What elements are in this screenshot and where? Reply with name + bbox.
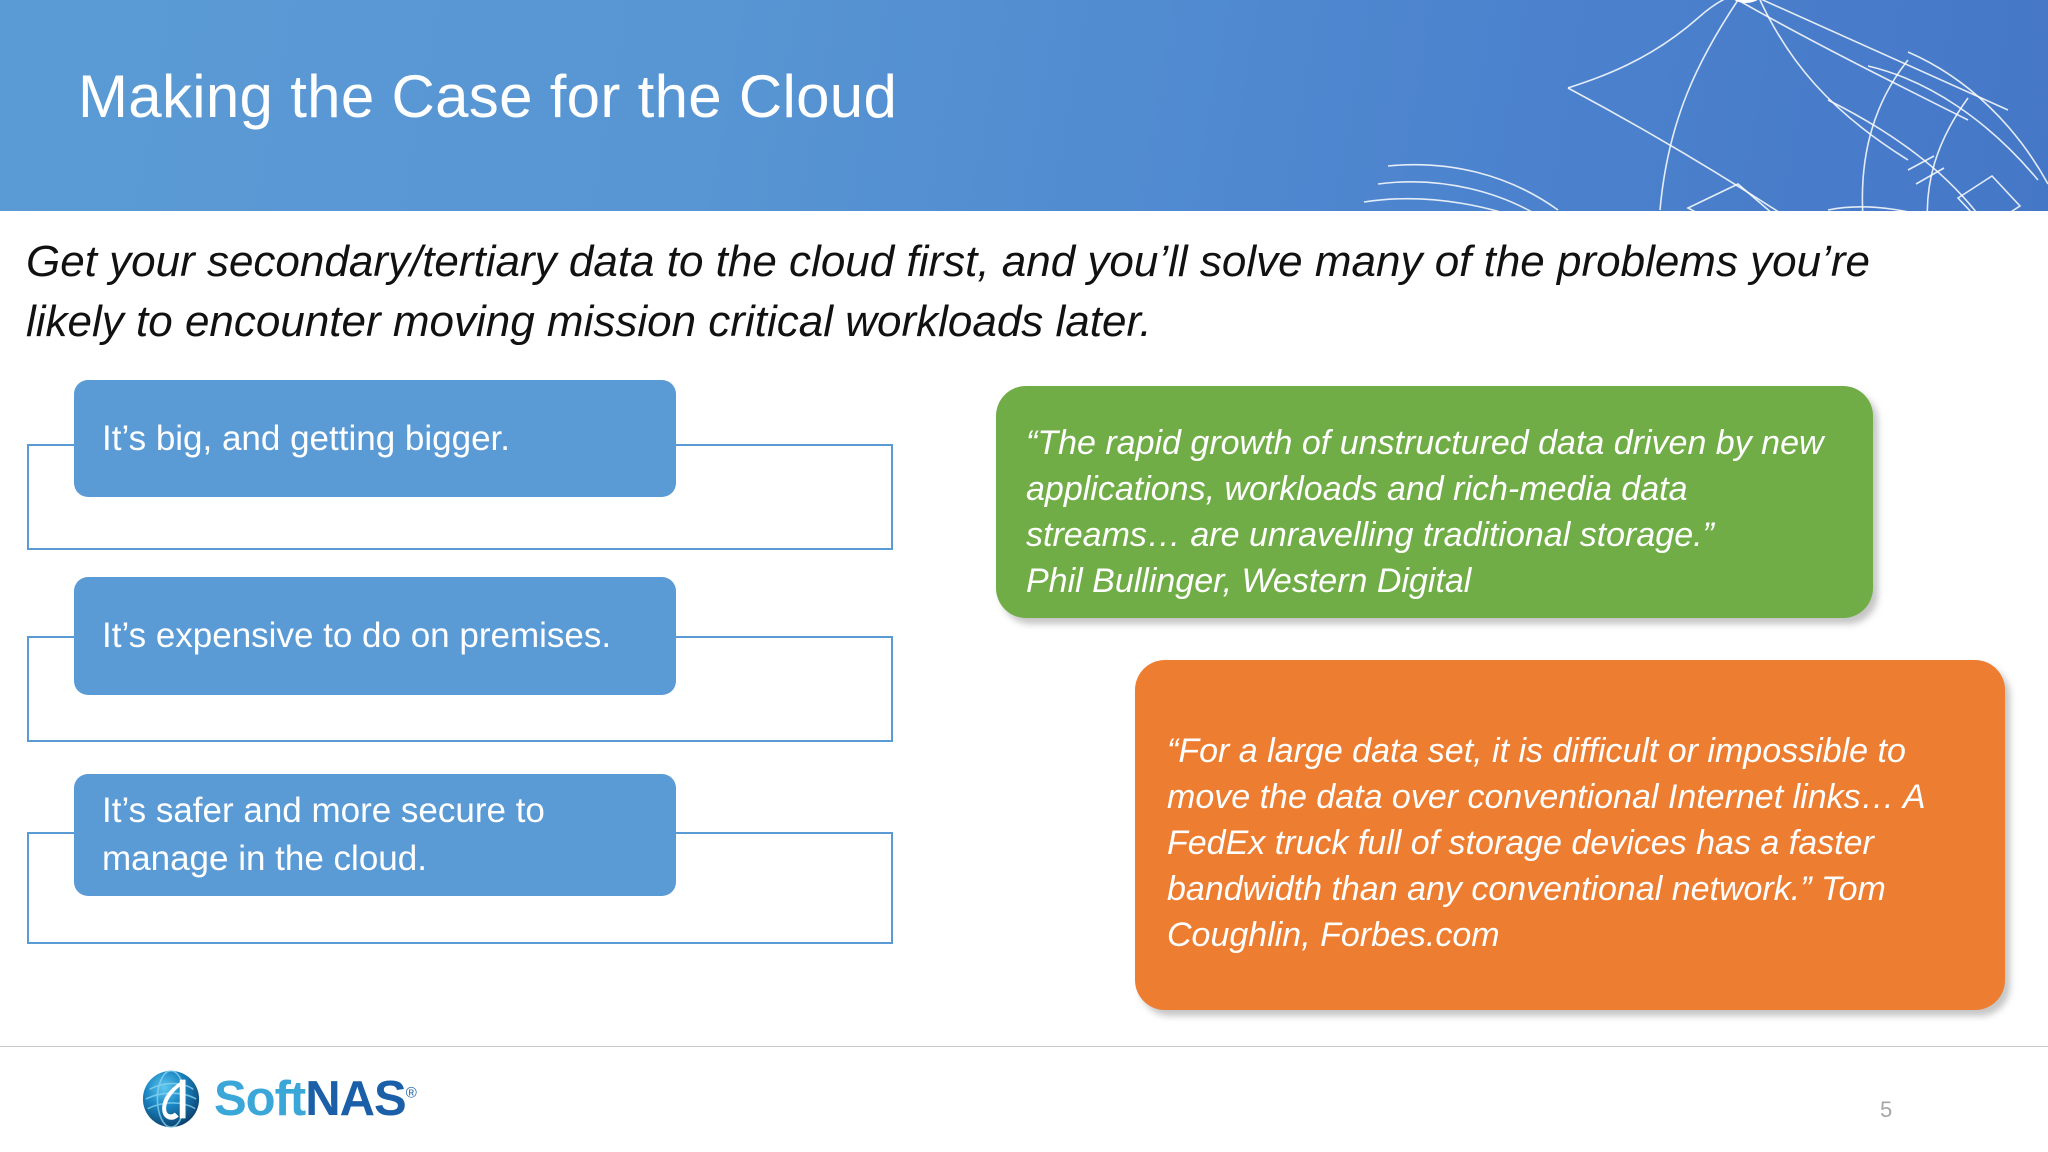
header-decorative-linework-icon: [1363, 0, 2048, 211]
quote-orange-text: “For a large data set, it is difficult o…: [1167, 732, 1925, 954]
footer-divider: [0, 1046, 2048, 1047]
point-box-2-label: It’s expensive to do on premises.: [102, 616, 612, 655]
point-box-3-label: It’s safer and more secure to manage in …: [102, 791, 545, 878]
quote-green-text: “The rapid growth of unstructured data d…: [1026, 424, 1824, 554]
quote-card-green: “The rapid growth of unstructured data d…: [996, 386, 1873, 618]
point-box-1[interactable]: It’s big, and getting bigger.: [74, 380, 676, 497]
point-box-1-label: It’s big, and getting bigger.: [102, 418, 510, 458]
page-number: 5: [1880, 1097, 1893, 1122]
point-box-3[interactable]: It’s safer and more secure to manage in …: [74, 774, 676, 896]
logo-wordmark: SoftNAS®: [214, 1071, 417, 1126]
registered-mark-icon: ®: [405, 1084, 417, 1102]
page-title: Making the Case for the Cloud: [78, 63, 898, 130]
slide-subtitle: Get your secondary/tertiary data to the …: [26, 237, 1871, 346]
softnas-logo: SoftNAS®: [140, 1068, 417, 1130]
point-box-2[interactable]: It’s expensive to do on premises.: [74, 577, 676, 695]
logo-nas-text: NAS: [305, 1071, 406, 1126]
logo-soft-text: Soft: [214, 1071, 306, 1126]
globe-icon: [142, 1070, 200, 1128]
quote-card-orange: “For a large data set, it is difficult o…: [1135, 660, 2005, 1010]
quote-green-attribution: Phil Bullinger, Western Digital: [1026, 562, 1472, 600]
slide-header: Making the Case for the Cloud: [0, 0, 2048, 211]
